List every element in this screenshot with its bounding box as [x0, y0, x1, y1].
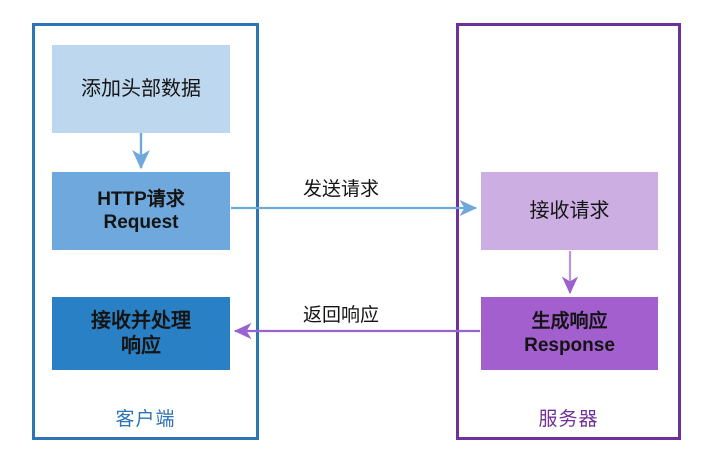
node-generate-response-line2: Response [524, 334, 615, 356]
node-generate-response[interactable]: 生成响应 Response [481, 297, 658, 370]
node-receive-request-line1: 接收请求 [529, 199, 610, 222]
node-handle-response[interactable]: 接收并处理 响应 [52, 297, 230, 370]
edge-label-send-request: 发送请求 [303, 179, 380, 200]
node-http-request[interactable]: HTTP请求 Request [52, 172, 230, 250]
edge-label-return-response: 返回响应 [303, 305, 380, 326]
server-zone-label: 服务器 [538, 409, 599, 430]
server-zone: 服务器 [456, 23, 681, 440]
node-handle-response-line2: 响应 [121, 334, 161, 357]
node-http-request-line2: Request [103, 212, 179, 233]
node-generate-response-line1: 生成响应 [531, 311, 608, 333]
client-zone-label: 客户端 [115, 409, 176, 430]
node-receive-request[interactable]: 接收请求 [481, 172, 658, 250]
node-http-request-line1: HTTP请求 [97, 188, 185, 210]
client-zone: 客户端 [32, 23, 259, 440]
node-handle-response-line1: 接收并处理 [91, 310, 191, 333]
node-add-header[interactable]: 添加头部数据 [52, 45, 230, 133]
node-add-header-line1: 添加头部数据 [81, 77, 201, 100]
